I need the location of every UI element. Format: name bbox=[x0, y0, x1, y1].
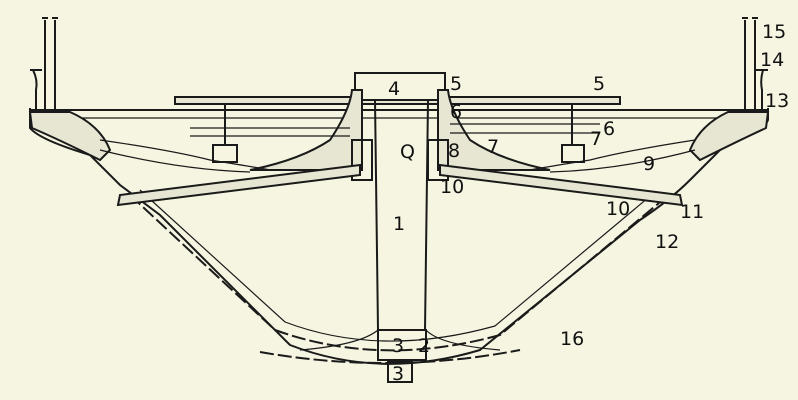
label-3-lower: 3 bbox=[392, 363, 404, 385]
label-12: 12 bbox=[655, 231, 679, 253]
left-rim-sweep bbox=[28, 111, 112, 162]
inner-hull-2 bbox=[139, 189, 656, 342]
right-hub-bracket bbox=[437, 89, 551, 171]
right-curved-arm bbox=[529, 139, 696, 173]
inner-hull bbox=[129, 194, 666, 352]
label-1: 1 bbox=[393, 213, 405, 235]
left-strut bbox=[116, 163, 361, 207]
label-10-inner: 10 bbox=[440, 176, 464, 198]
label-13: 13 bbox=[765, 90, 789, 112]
column-foot bbox=[377, 329, 427, 361]
label-14: 14 bbox=[760, 49, 784, 71]
column-cap bbox=[354, 72, 446, 101]
label-3-upper: 3 bbox=[392, 335, 404, 357]
foot-block bbox=[387, 361, 413, 383]
label-16: 16 bbox=[560, 328, 584, 350]
central-column bbox=[374, 99, 429, 331]
label-10-outer: 10 bbox=[606, 198, 630, 220]
left-post bbox=[30, 17, 58, 110]
right-strut bbox=[439, 163, 684, 207]
label-5-inner: 5 bbox=[450, 73, 462, 95]
left-curved-arm bbox=[99, 139, 271, 173]
label-4: 4 bbox=[388, 78, 400, 100]
label-5-outer: 5 bbox=[593, 73, 605, 95]
right-gear bbox=[427, 139, 449, 181]
right-post bbox=[742, 17, 768, 110]
label-7-outer: 7 bbox=[590, 128, 602, 150]
label-2: 2 bbox=[418, 335, 430, 357]
label-8: 8 bbox=[448, 140, 460, 162]
label-6-outer: 6 bbox=[603, 118, 615, 140]
bottom-bracket bbox=[299, 329, 501, 351]
label-6-inner: 6 bbox=[450, 101, 462, 123]
left-hangers bbox=[212, 104, 238, 163]
left-hub-bracket bbox=[249, 89, 363, 171]
label-Q: Q bbox=[400, 141, 415, 163]
label-7-inner: 7 bbox=[487, 136, 499, 158]
label-9: 9 bbox=[643, 153, 655, 175]
right-rim-sweep bbox=[688, 111, 770, 162]
label-15: 15 bbox=[762, 21, 786, 43]
arm-rods bbox=[190, 123, 600, 137]
right-hangers bbox=[561, 104, 585, 163]
label-11: 11 bbox=[680, 201, 704, 223]
